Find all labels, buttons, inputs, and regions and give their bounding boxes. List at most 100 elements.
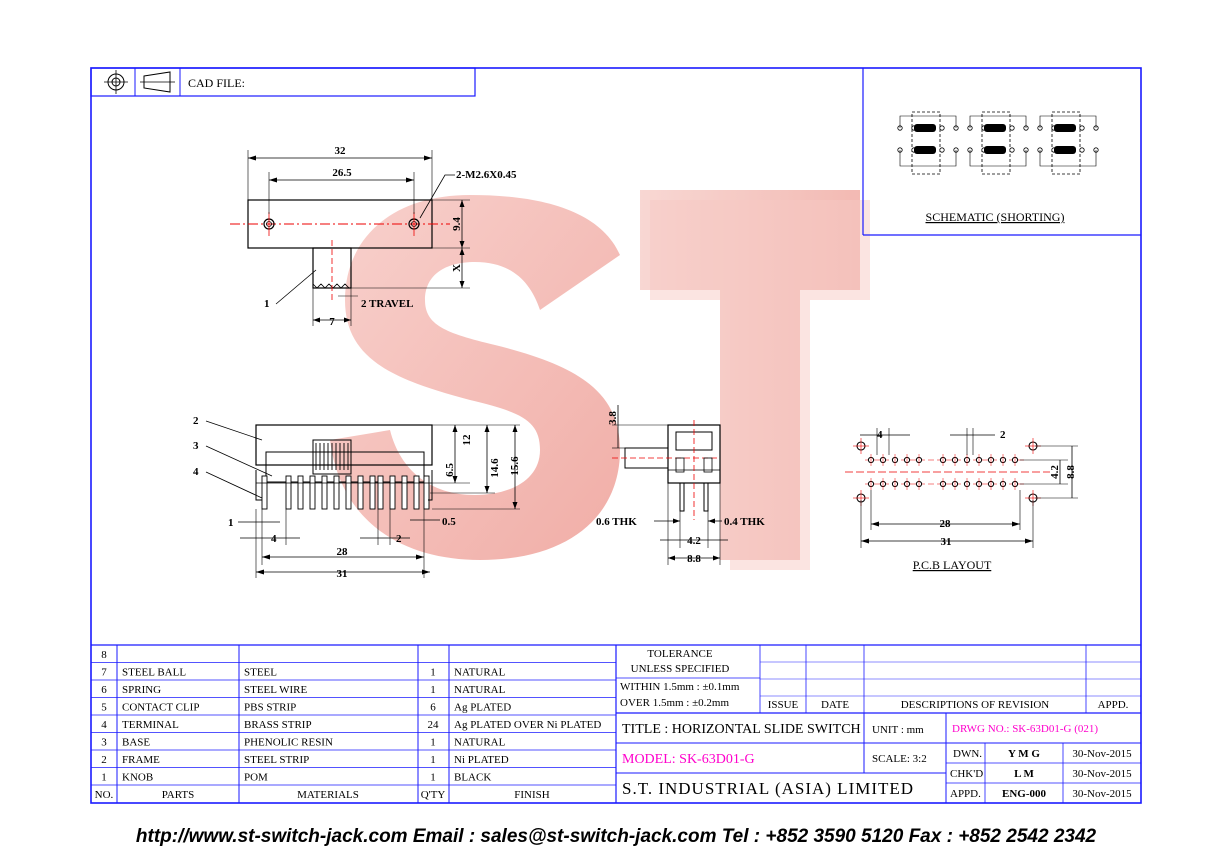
row-material: STEEL STRIP [244,754,309,766]
slider-contact [1054,124,1076,132]
appd-date: 30-Nov-2015 [1072,788,1132,800]
row-number: 8 [101,649,107,661]
table-header-cell: FINISH [514,789,550,801]
callout-2: 2 [193,415,199,427]
dwn-date: 30-Nov-2015 [1072,748,1132,760]
row-qty: 1 [430,772,436,784]
schematic-panel: SCHEMATIC (SHORTING) [862,68,1141,236]
contact-terminal [1009,147,1015,153]
dim-12: 12 [461,434,473,446]
model-text: MODEL: SK-63D01-G [622,752,755,767]
frame-leg [428,470,433,501]
dim-26-5: 26.5 [332,167,352,179]
dim-8-8-side: 8.8 [687,553,701,565]
title-text: TITLE : HORIZONTAL SLIDE SWITCH [622,722,861,737]
cad-header: CAD FILE: [90,67,476,97]
tolerance-line4: OVER 1.5mm : ±0.2mm [620,697,729,709]
rev-date-header: DATE [821,699,849,711]
st-watermark [330,190,870,570]
tolerance-block: TOLERANCE UNLESS SPECIFIED WITHIN 1.5mm … [616,648,760,709]
dim-9-4: 9.4 [451,217,463,231]
row-material: STEEL [244,667,277,679]
travel-label: 2 TRAVEL [361,298,413,310]
row-material: BRASS STRIP [244,719,312,731]
contact-terminal [1079,147,1085,153]
dim-28-pcb: 28 [940,518,952,530]
thk-right: 0.4 THK [724,516,765,528]
rev-issue-header: ISSUE [768,699,799,711]
schematic-caption: SCHEMATIC (SHORTING) [926,210,1065,224]
pole-schematic [1037,111,1099,175]
terminal-pin [357,475,364,510]
dashed-outline [981,111,1011,175]
contact-terminal [1079,125,1085,131]
front-view: 2 3 4 6.5 12 14.6 15.6 1 0.5 4 2 [193,415,521,580]
scale-text: SCALE: 3:2 [872,753,927,765]
revision-block: ISSUE DATE DESCRIPTIONS OF REVISION APPD… [759,645,1141,713]
terminal-pin [321,475,328,510]
contact-terminal [939,147,945,153]
slider-contact [914,124,936,132]
row-qty: 6 [430,702,436,714]
row-part: KNOB [122,772,153,784]
row-number: 6 [101,684,107,696]
row-number: 1 [101,772,107,784]
tolerance-line2: UNLESS SPECIFIED [631,663,730,675]
row-qty: 1 [430,737,436,749]
row-part: TERMINAL [122,719,179,731]
company-name: S.T. INDUSTRIAL (ASIA) LIMITED [622,779,914,798]
row-finish: Ag PLATED [454,702,511,714]
row-part: SPRING [122,684,161,696]
table-header-cell: NO. [95,789,114,801]
table-header-cell: MATERIALS [297,789,359,801]
cad-file-label: CAD FILE: [188,76,245,90]
row-number: 2 [101,754,107,766]
dashed-outline [1051,111,1081,175]
row-material: STEEL WIRE [244,684,308,696]
dwn-label: DWN. [953,748,982,760]
dim-4-2-side: 4.2 [687,535,701,547]
schematic-wire [899,115,957,167]
row-number: 5 [101,702,107,714]
dim-3-8: 3.8 [607,411,619,425]
projection-symbol-icon [104,70,175,94]
tolerance-line3: WITHIN 1.5mm : ±0.1mm [620,681,740,693]
row-part: STEEL BALL [122,667,186,679]
row-material: POM [244,772,268,784]
row-material: PBS STRIP [244,702,296,714]
dim-6-5: 6.5 [444,463,456,477]
rev-desc-header: DESCRIPTIONS OF REVISION [901,699,1050,711]
dim-4-2-pcb: 4.2 [1049,465,1061,479]
slider-contact [914,146,936,154]
dim-28-front: 28 [337,546,349,558]
dim-4-front: 4 [271,533,277,545]
pole-schematic [967,111,1029,175]
contact-terminal [939,125,945,131]
terminal-pin [377,475,384,510]
callout-4: 4 [193,466,199,478]
rev-appd-header: APPD. [1098,699,1129,711]
row-material: PHENOLIC RESIN [244,737,333,749]
dim-31-front: 31 [337,568,348,580]
title-block: TITLE : HORIZONTAL SLIDE SWITCH UNIT : m… [616,712,1141,803]
side-view: 3.8 0.6 THK 0.4 THK 4.2 8.8 [596,405,765,565]
screw-callout: 2-M2.6X0.45 [456,169,517,181]
dim-15-6: 15.6 [509,456,521,476]
appd-name: ENG-000 [1002,788,1047,800]
terminal-pin [401,475,408,510]
dim-31-pcb: 31 [941,536,952,548]
dim-1: 1 [228,517,234,529]
dashed-outline [911,111,941,175]
chk-label: CHK'D [950,768,983,780]
table-header-cell: PARTS [162,789,195,801]
dwn-name: Y M G [1008,748,1040,760]
schematic-wire [969,115,1027,167]
terminal-pin [423,475,430,510]
dim-2-pcb: 2 [1000,429,1006,441]
terminal-pin [261,475,268,510]
dim-2-front: 2 [396,533,402,545]
dim-32: 32 [335,145,347,157]
dim-8-8-pcb: 8.8 [1065,465,1077,479]
dim-14-6: 14.6 [489,458,501,478]
